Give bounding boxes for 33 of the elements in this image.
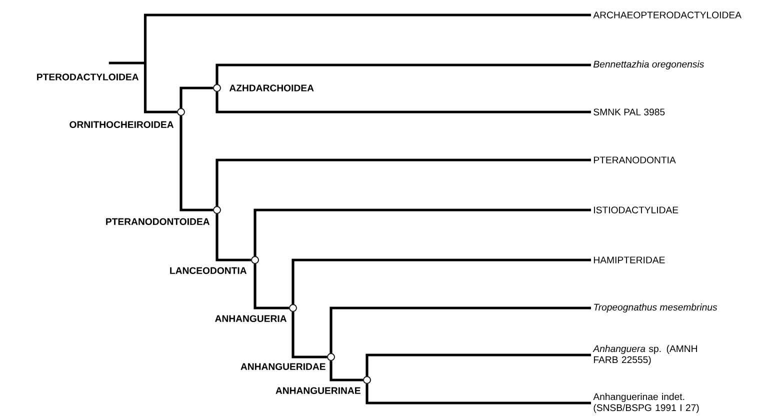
branch-line [254, 264, 290, 310]
branch-line [292, 258, 591, 304]
taxon-label: Bennettazhia oregonensis [594, 60, 704, 70]
branch-line [216, 64, 591, 84]
clade-label: PTERODACTYLOIDEA [37, 74, 139, 80]
clade-label: ANHANGUERINAE [276, 387, 360, 394]
branch-line [144, 14, 591, 63]
branch-line [144, 63, 178, 114]
taxon-label: ISTIODACTYLIDAE [594, 206, 678, 214]
clade-label: ANHANGUERIDAE [240, 363, 326, 370]
branch-line [180, 86, 214, 108]
clade-label: LANCEODONTIA [170, 267, 247, 274]
branch-line [366, 354, 591, 376]
branch-line [180, 116, 214, 212]
taxon-label: HAMIPTERIDAE [594, 256, 665, 264]
taxon-label: Anhanguera sp. (AMNH FARB 22555) [592, 345, 697, 365]
branch-line [216, 92, 591, 114]
taxon-label: PTERANODONTIA [594, 156, 676, 164]
taxon-label: Anhanguerinae indet. (SNSB/BSPG 1991 I 27) [593, 393, 699, 413]
clade-label: ORNITHOCHEIROIDEA [70, 121, 174, 128]
branch-line [292, 312, 328, 358]
branch-line [254, 208, 591, 256]
clade-label: AZHDARCHOIDEA [229, 84, 314, 92]
branch-line [330, 306, 591, 354]
branch-line [216, 158, 591, 206]
branch-line [330, 360, 364, 382]
taxon-label: Tropeognathus mesembrinus [594, 304, 718, 312]
taxon-label: ARCHAEOPTERODACTYLOIDEA [593, 12, 742, 18]
taxon-label: SMNK PAL 3985 [594, 108, 665, 116]
clade-label: ANHANGUERIA [215, 315, 287, 322]
branch-line [216, 214, 252, 262]
clade-label: PTERANODONTOIDEA [106, 218, 210, 225]
branch-line [366, 384, 591, 404]
